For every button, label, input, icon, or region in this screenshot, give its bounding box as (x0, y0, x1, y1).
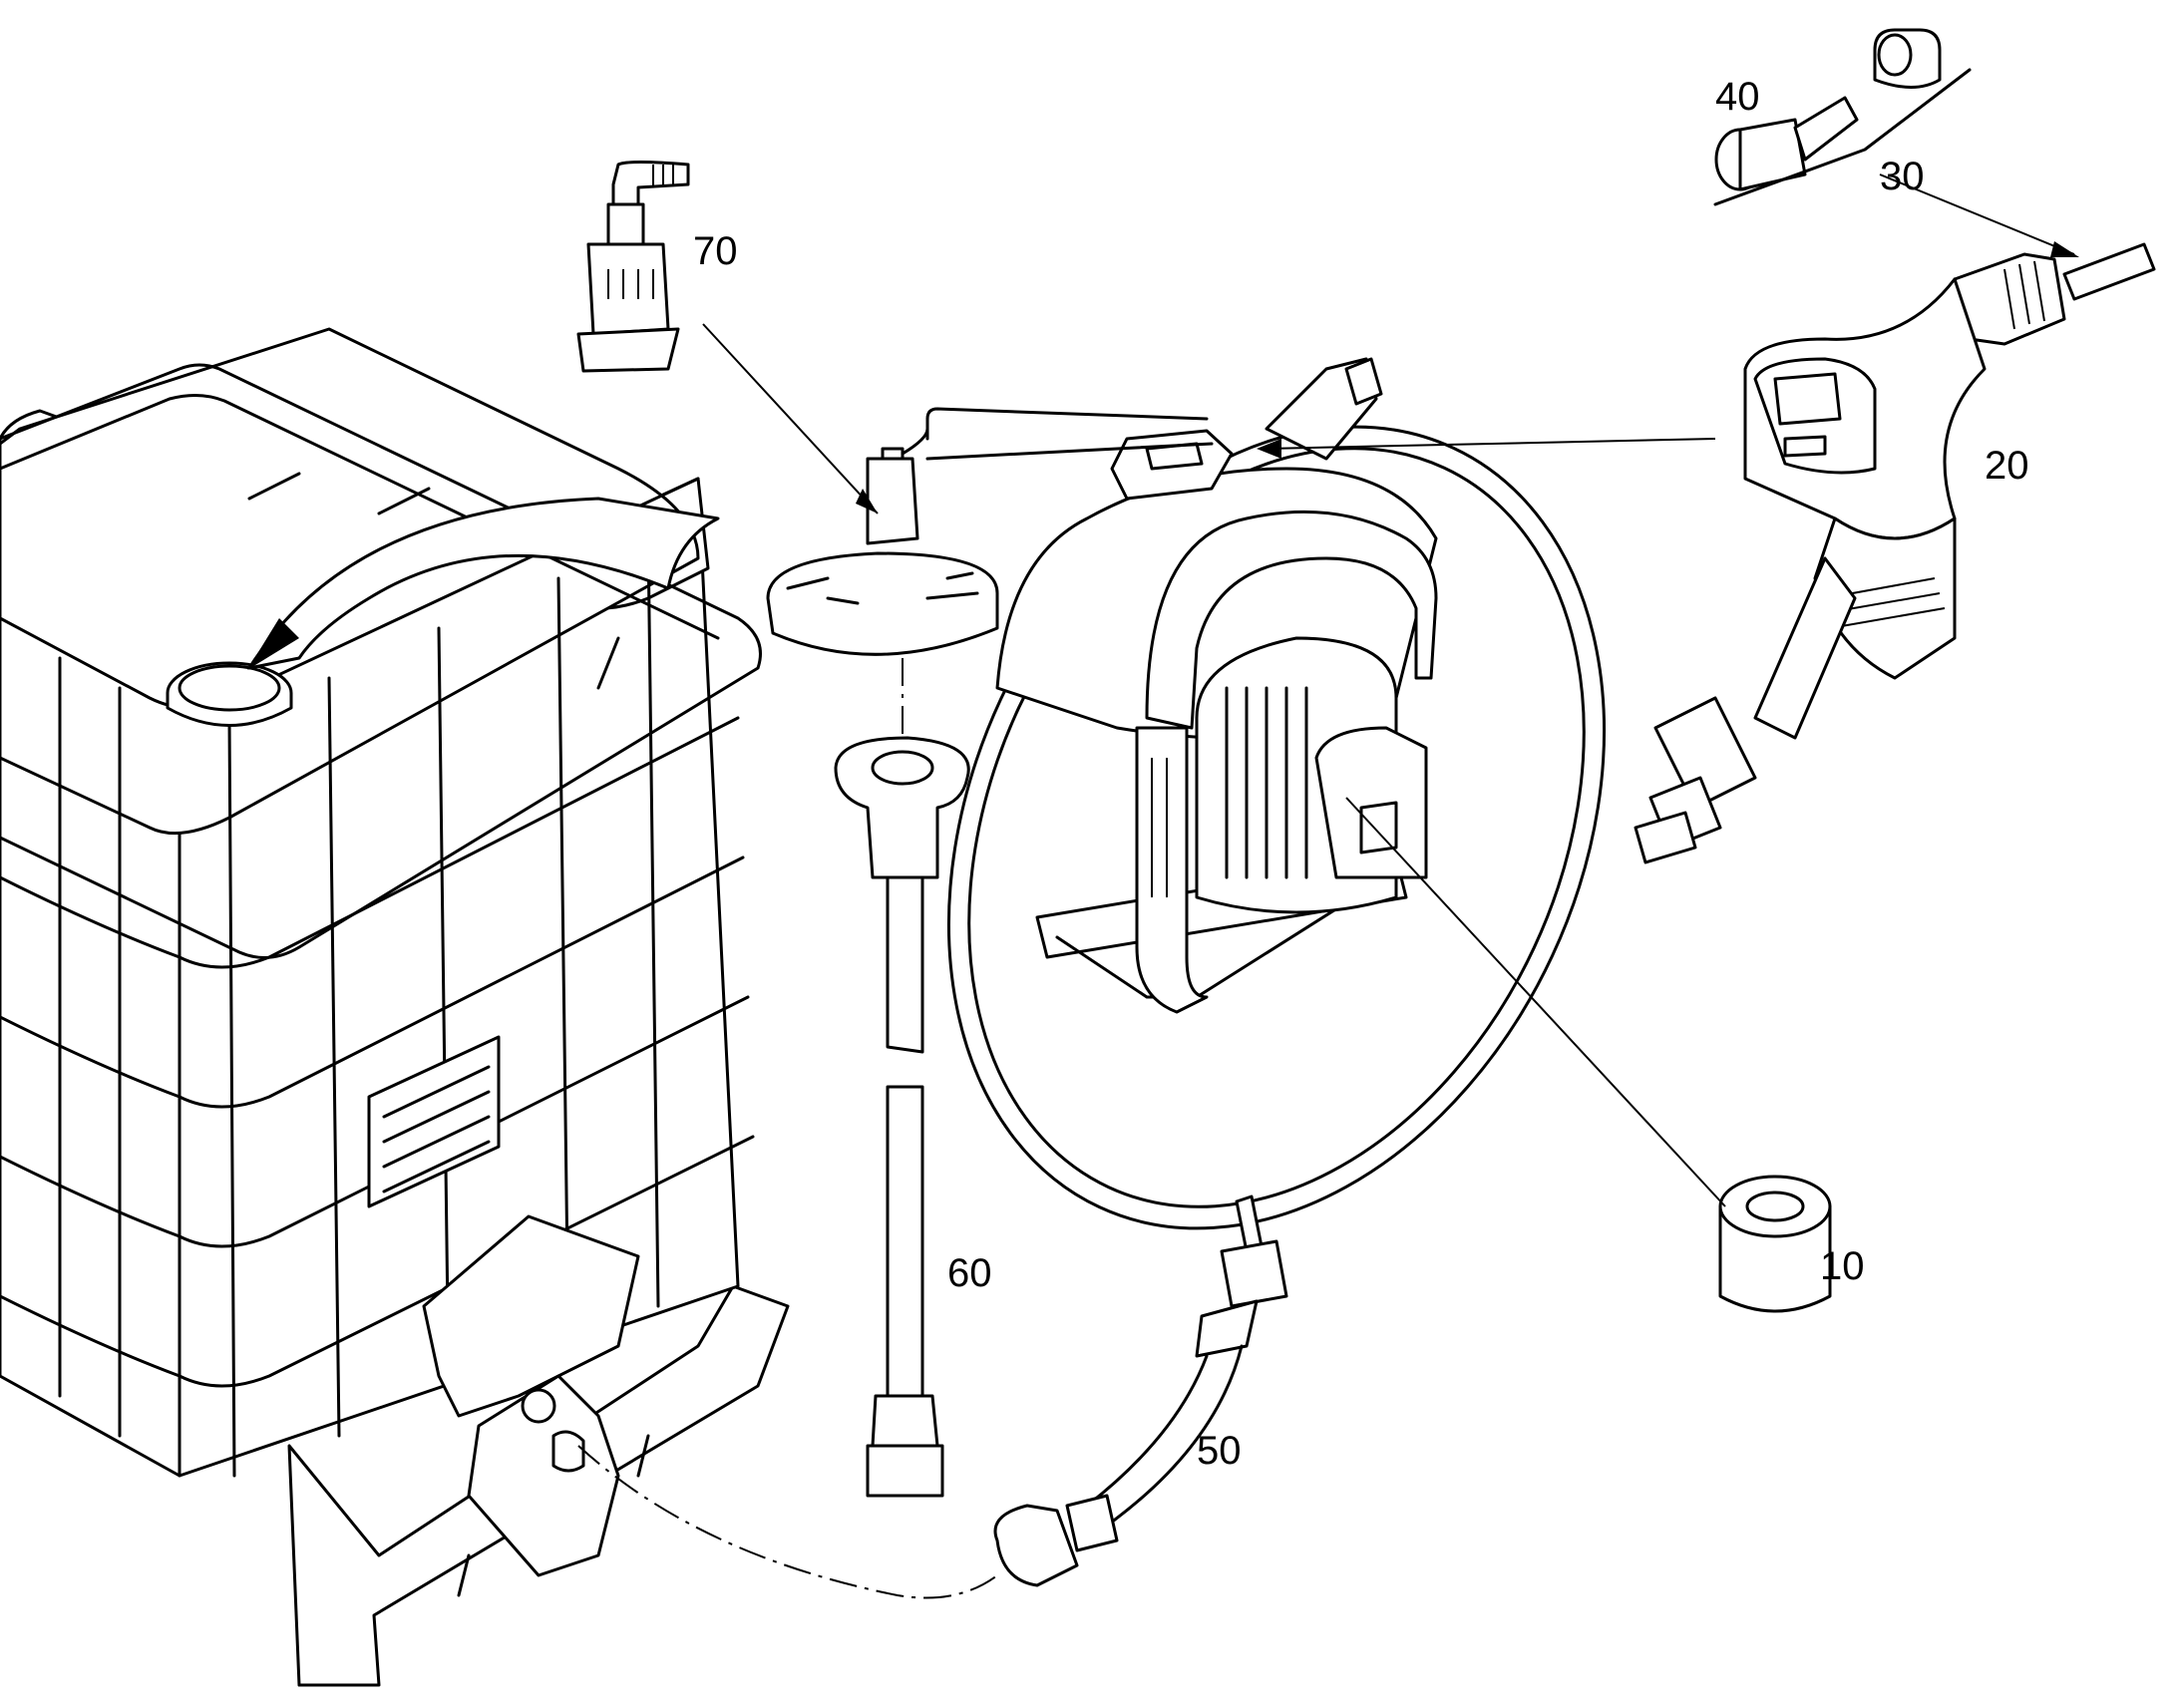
part-20-nozzle (1634, 242, 2156, 864)
callout-50: 50 (1197, 1429, 1242, 1473)
callout-70: 70 (693, 229, 738, 273)
callout-20: 20 (1985, 444, 2029, 488)
leader-lines (702, 173, 2079, 1207)
part-10-filter (1718, 1175, 1832, 1313)
callout-40: 40 (1715, 75, 1760, 119)
bracket-30-40 (1713, 68, 1972, 206)
part-50-hose (577, 1195, 1288, 1599)
pump-unit (925, 357, 1607, 1230)
part-40-fitting (1714, 96, 1859, 191)
part-30-adapter (1873, 28, 1942, 89)
part-60-suction-lance (766, 417, 999, 1498)
callout-30: 30 (1880, 155, 1925, 198)
ibc-tank (0, 327, 790, 1687)
callout-10: 10 (1820, 1244, 1865, 1288)
callout-60: 60 (947, 1251, 992, 1295)
part-70-suction-fitting (576, 161, 690, 373)
